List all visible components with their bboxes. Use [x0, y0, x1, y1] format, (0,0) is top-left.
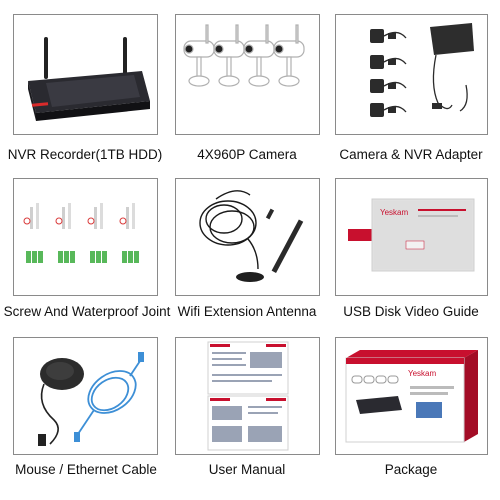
nvr-recorder-image	[13, 14, 158, 135]
screw-joint-image	[13, 178, 158, 296]
user-manual-image	[175, 337, 320, 455]
caption-package: Package	[384, 462, 438, 477]
mouse-cable-image	[13, 337, 158, 455]
caption-screw-joint: Screw And Waterproof Joint	[3, 304, 171, 319]
caption-nvr-recorder: NVR Recorder(1TB HDD)	[7, 147, 163, 162]
caption-usb-guide: USB Disk Video Guide	[343, 304, 479, 319]
caption-adapter: Camera & NVR Adapter	[339, 147, 483, 162]
caption-user-manual: User Manual	[208, 462, 286, 477]
usb-brand-text: Yeskam	[380, 208, 409, 217]
camera-set-image	[175, 14, 320, 135]
package-brand-text: Yeskam	[408, 369, 437, 378]
caption-antenna: Wifi Extension Antenna	[177, 304, 317, 319]
package-box-image: Yeskam	[335, 337, 488, 455]
caption-camera: 4X960P Camera	[197, 147, 297, 162]
wifi-antenna-image	[175, 178, 320, 296]
power-adapter-image	[335, 14, 488, 135]
usb-disk-image: Yeskam	[335, 178, 488, 296]
caption-mouse-cable: Mouse / Ethernet Cable	[15, 462, 157, 477]
